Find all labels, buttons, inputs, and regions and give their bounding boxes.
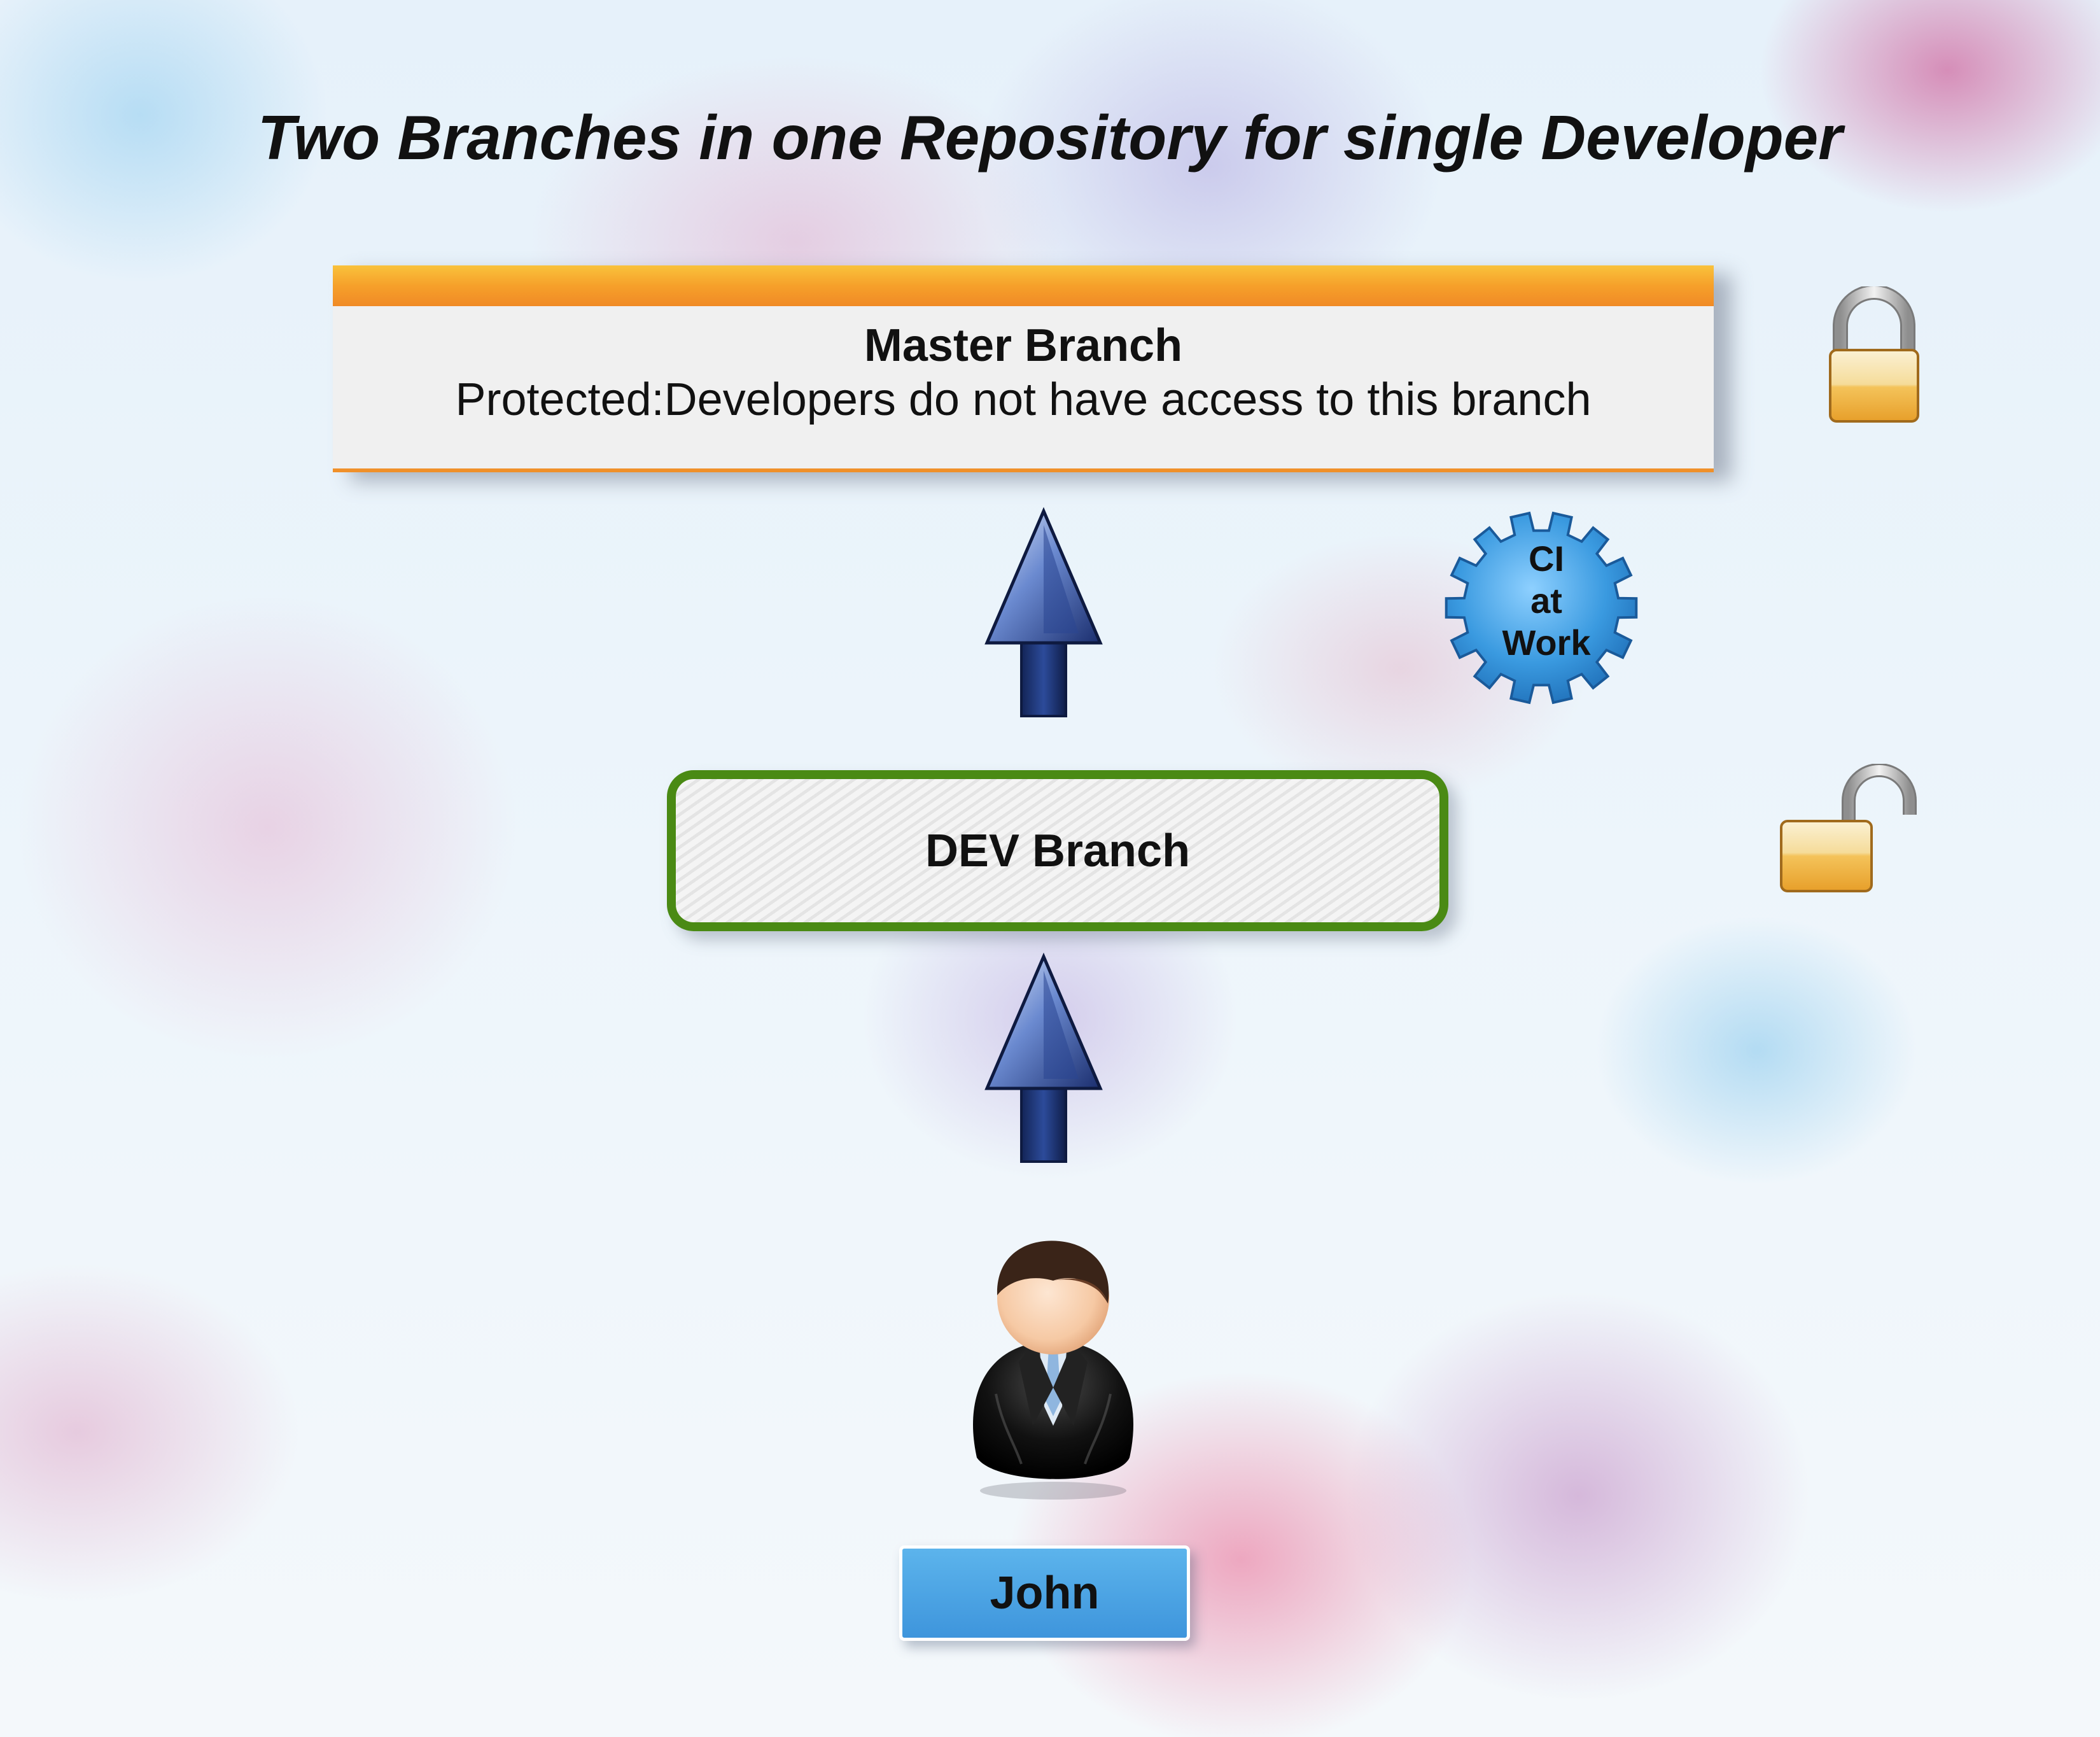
master-branch-bottom-line [333,468,1714,472]
ci-label-line-1: CI [1529,538,1564,579]
dev-branch-box: DEV Branch [667,770,1448,931]
up-arrow-icon [984,952,1103,1163]
locked-padlock-icon [1829,286,1919,423]
up-arrow-icon [984,507,1103,717]
ci-badge-label: CI at Work [1445,538,1648,664]
master-branch-box: Master Branch Protected:Developers do no… [333,265,1714,472]
unlocked-padlock-icon [1780,764,1917,892]
developer-name-box: John [899,1545,1190,1641]
ci-label-line-3: Work [1502,622,1591,663]
master-branch-header-bar [333,265,1714,306]
ci-label-line-2: at [1530,580,1562,621]
dev-branch-label: DEV Branch [925,825,1191,876]
gear-outline [1445,511,1638,705]
businessman-icon [973,1241,1133,1500]
developer-name-label: John [990,1568,1100,1619]
master-branch-description: Protected:Developers do not have access … [455,374,1592,425]
diagram-title: Two Branches in one Repository for singl… [257,102,1843,172]
gear-icon [1445,511,1638,705]
master-branch-title: Master Branch [864,320,1183,371]
